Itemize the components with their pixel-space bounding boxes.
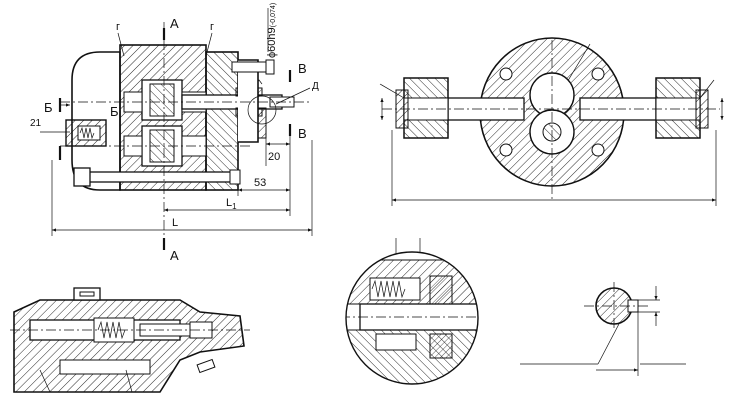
section-mark-v-top: В — [298, 61, 307, 76]
section-mark-a-top: А — [170, 16, 179, 31]
port-fitting-left — [395, 77, 449, 139]
dim-53: 53 — [254, 177, 266, 189]
port-fitting-right — [655, 77, 709, 139]
dim-20: 20 — [268, 151, 280, 163]
section-mark-v-bottom: В — [298, 126, 307, 141]
relief-valve — [65, 119, 107, 147]
section-bb-view — [10, 287, 250, 393]
valve-body — [13, 299, 245, 393]
dim-l1: L1 — [226, 197, 237, 211]
detail-d-view — [345, 238, 479, 385]
dim-l: L — [172, 217, 178, 229]
tie-bolt — [87, 171, 239, 183]
section-mark-b-left-top: Б — [44, 100, 53, 115]
dim-21: 21 — [30, 118, 42, 129]
front-cover — [205, 51, 239, 191]
section-mark-b-left-bottom: Б — [110, 104, 119, 119]
drive-gear — [149, 83, 175, 117]
main-view: А А Б Б В В г г Д ϕ60h9(-0,074) 21 20 — [30, 3, 319, 263]
ref-g2: г — [210, 21, 214, 33]
section-aa-view — [379, 37, 724, 206]
section-mark-a-bottom: А — [170, 248, 179, 263]
detail-ref-d: Д — [312, 81, 319, 92]
section-vv-view — [520, 282, 686, 376]
shaft-dim-label: ϕ60h9(-0,074) — [266, 3, 278, 58]
ref-g1: г — [116, 21, 120, 33]
